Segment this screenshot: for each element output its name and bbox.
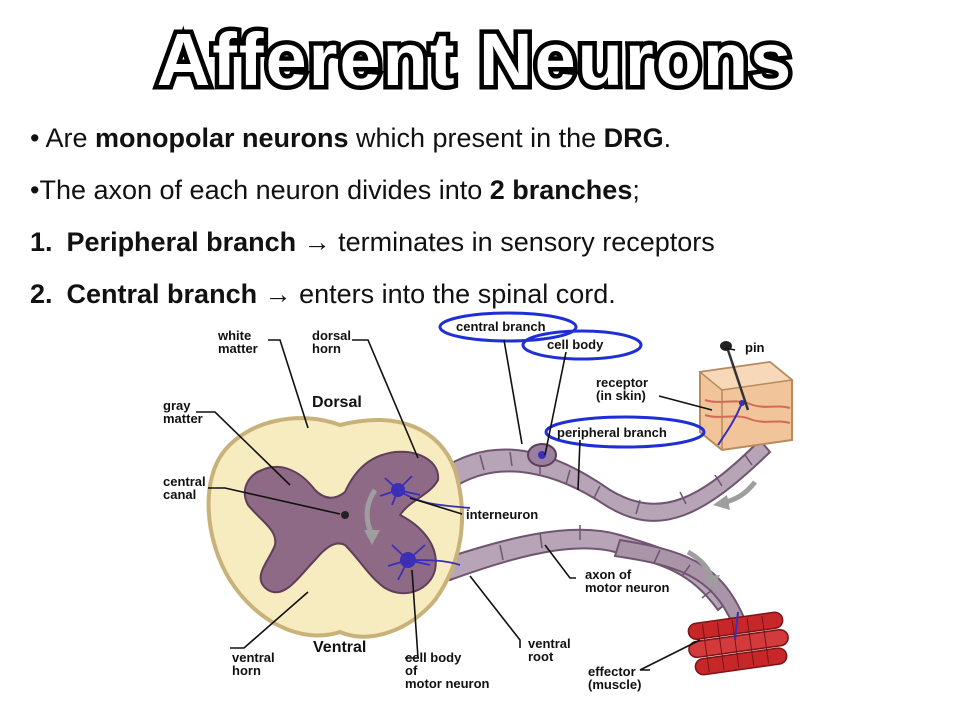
label-ventral: Ventral [313, 639, 366, 656]
label-cell-body: cell body [547, 337, 604, 352]
peripheral-branch-highlight [544, 415, 706, 449]
motor-neuron-soma [400, 552, 416, 568]
bullet-text: ; [632, 175, 640, 205]
label-interneuron: interneuron [466, 507, 538, 522]
label-receptor: receptor(in skin) [596, 375, 648, 403]
bullet-bold: DRG [603, 123, 664, 153]
label-effector: effector(muscle) [588, 664, 641, 692]
label-pin: pin [745, 340, 765, 355]
interneuron-soma [391, 483, 405, 497]
nerve-segments [479, 451, 753, 599]
label-dorsal: Dorsal [312, 394, 362, 411]
label-peripheral-branch: peripheral branch [557, 425, 667, 440]
bullet-list: • Are monopolar neurons which present in… [30, 112, 950, 320]
nerve-fibers [438, 438, 772, 627]
leader-lines [196, 339, 736, 671]
label-central-branch: central branch [456, 319, 546, 334]
bullet-number: 1. [30, 227, 53, 257]
bullet-text: → terminates in sensory receptors [296, 227, 715, 257]
bullet-text: • Are [30, 123, 95, 153]
bullet-text: . [663, 123, 672, 153]
central-branch-highlight [438, 311, 578, 343]
bullet-text: •The axon of each neuron divides into [30, 175, 490, 205]
bullet-bold: 2 branches [489, 175, 633, 205]
slide-title: Afferent Neurons [0, 10, 960, 101]
bullet-peripheral-branch: 1. Peripheral branch → terminates in sens… [30, 216, 950, 268]
spinal-cord [206, 416, 465, 639]
dorsal-root-nerve [438, 438, 772, 522]
muscle-effector [687, 611, 789, 676]
title-text: Afferent Neurons [157, 18, 793, 100]
bullet-number: 2. [30, 279, 53, 309]
bullet-bold: Peripheral branch [66, 227, 297, 257]
drg-ganglion [527, 443, 557, 467]
bullet-text: which present in the [348, 123, 604, 153]
bullet-axon-divides: •The axon of each neuron divides into 2 … [30, 164, 950, 216]
interneuron-cell [379, 475, 471, 509]
bullet-monopolar: • Are monopolar neurons which present in… [30, 112, 950, 164]
bullet-text: → enters into the spinal cord. [257, 279, 616, 309]
bullet-central-branch: 2. Central branch → enters into the spina… [30, 268, 950, 320]
bullet-bold: monopolar neurons [94, 123, 349, 153]
central-canal-dot [341, 511, 349, 519]
gray-matter-shape [243, 450, 440, 595]
cell-body-highlight [521, 329, 643, 361]
bullet-bold: Central branch [66, 279, 258, 309]
